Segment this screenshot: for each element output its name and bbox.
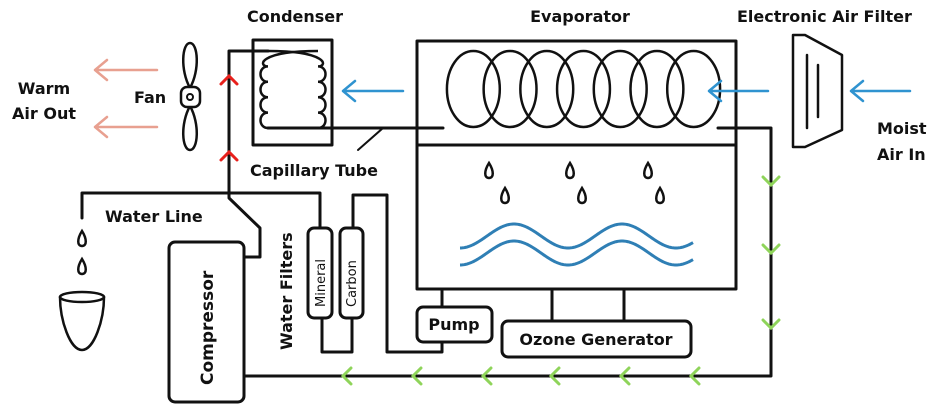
droplet-icon [643,160,653,180]
ozone-generator-label: Ozone Generator [519,330,672,349]
evaporator-label: Evaporator [530,7,630,26]
compressor-box [167,240,246,404]
pump-box [415,305,494,344]
pump-label: Pump [428,315,479,334]
warm-air-label-2: Air Out [12,104,76,123]
droplet-icon [500,185,510,205]
water-cup-icon [58,290,106,352]
falling-water-droplets [77,228,87,276]
warm-air-label-1: Warm [18,79,70,98]
flow-arrows [93,58,912,386]
carbon-label: Carbon [345,260,360,307]
droplet-icon [77,256,87,276]
green-down-arrow-icon [761,175,781,188]
evaporator-coil [445,49,722,129]
moist-air-label-2: Air In [877,145,926,164]
green-left-arrow-icon [480,366,493,386]
fan-icon [179,41,202,152]
compressor-label: Compressor [198,270,218,385]
water-waves [459,222,694,267]
green-down-arrow-icon [761,318,781,331]
condenser-coil [259,49,327,130]
electronic-air-filter-icon [791,33,844,149]
red-up-arrow-icon [219,149,239,162]
red-up-arrow-icon [219,73,239,86]
blue-air-arrow-icon [849,79,912,103]
blue-air-arrow-icon [341,79,405,103]
coil-loop [592,49,648,129]
warm-air-arrow-icon [93,58,159,82]
condensation-droplets [484,160,665,205]
green-left-arrow-icon [688,366,701,386]
coil-loop [482,49,538,129]
capillary-tube-leader [357,127,384,151]
evaporator-box [415,39,738,291]
hot-pipe [227,49,270,195]
mineral-filter [306,226,334,320]
green-left-arrow-icon [340,366,353,386]
water-line [80,191,322,230]
compressor-outlet-pipe [227,191,262,259]
mineral-label: Mineral [314,259,329,307]
moist-air-label-1: Moist [877,119,927,138]
droplet-icon [484,160,494,180]
ozone-generator-box [500,319,693,359]
fan-label: Fan [134,88,166,107]
green-left-arrow-icon [410,366,423,386]
coil-loop [629,49,685,129]
filter-connector [320,316,354,354]
condenser-coil-back [259,49,319,130]
water-filters-label: Water Filters [277,232,296,350]
droplet-icon [655,185,665,205]
wave-line-2 [459,239,694,267]
warm-air-arrow-icon [93,115,159,139]
filter-to-pump-line [351,193,444,354]
condenser-box [251,38,334,147]
droplet-icon [77,228,87,248]
carbon-filter [338,226,365,320]
green-down-arrow-icon [761,243,781,256]
coil-loop [445,49,502,129]
green-left-arrow-icon [618,366,631,386]
condenser-coil-front [267,49,327,130]
coil-loop [665,49,722,129]
droplet-icon [565,160,575,180]
coil-loop [519,49,575,129]
droplet-icon [577,185,587,205]
coil-loop [555,49,612,129]
blue-air-arrow-icon [707,79,770,103]
capillary-tube-label: Capillary Tube [250,161,378,180]
water-line-label: Water Line [105,207,203,226]
air-filter-label: Electronic Air Filter [737,7,912,26]
condenser-label: Condenser [247,7,343,26]
wave-line-1 [459,222,694,250]
green-left-arrow-icon [548,366,561,386]
